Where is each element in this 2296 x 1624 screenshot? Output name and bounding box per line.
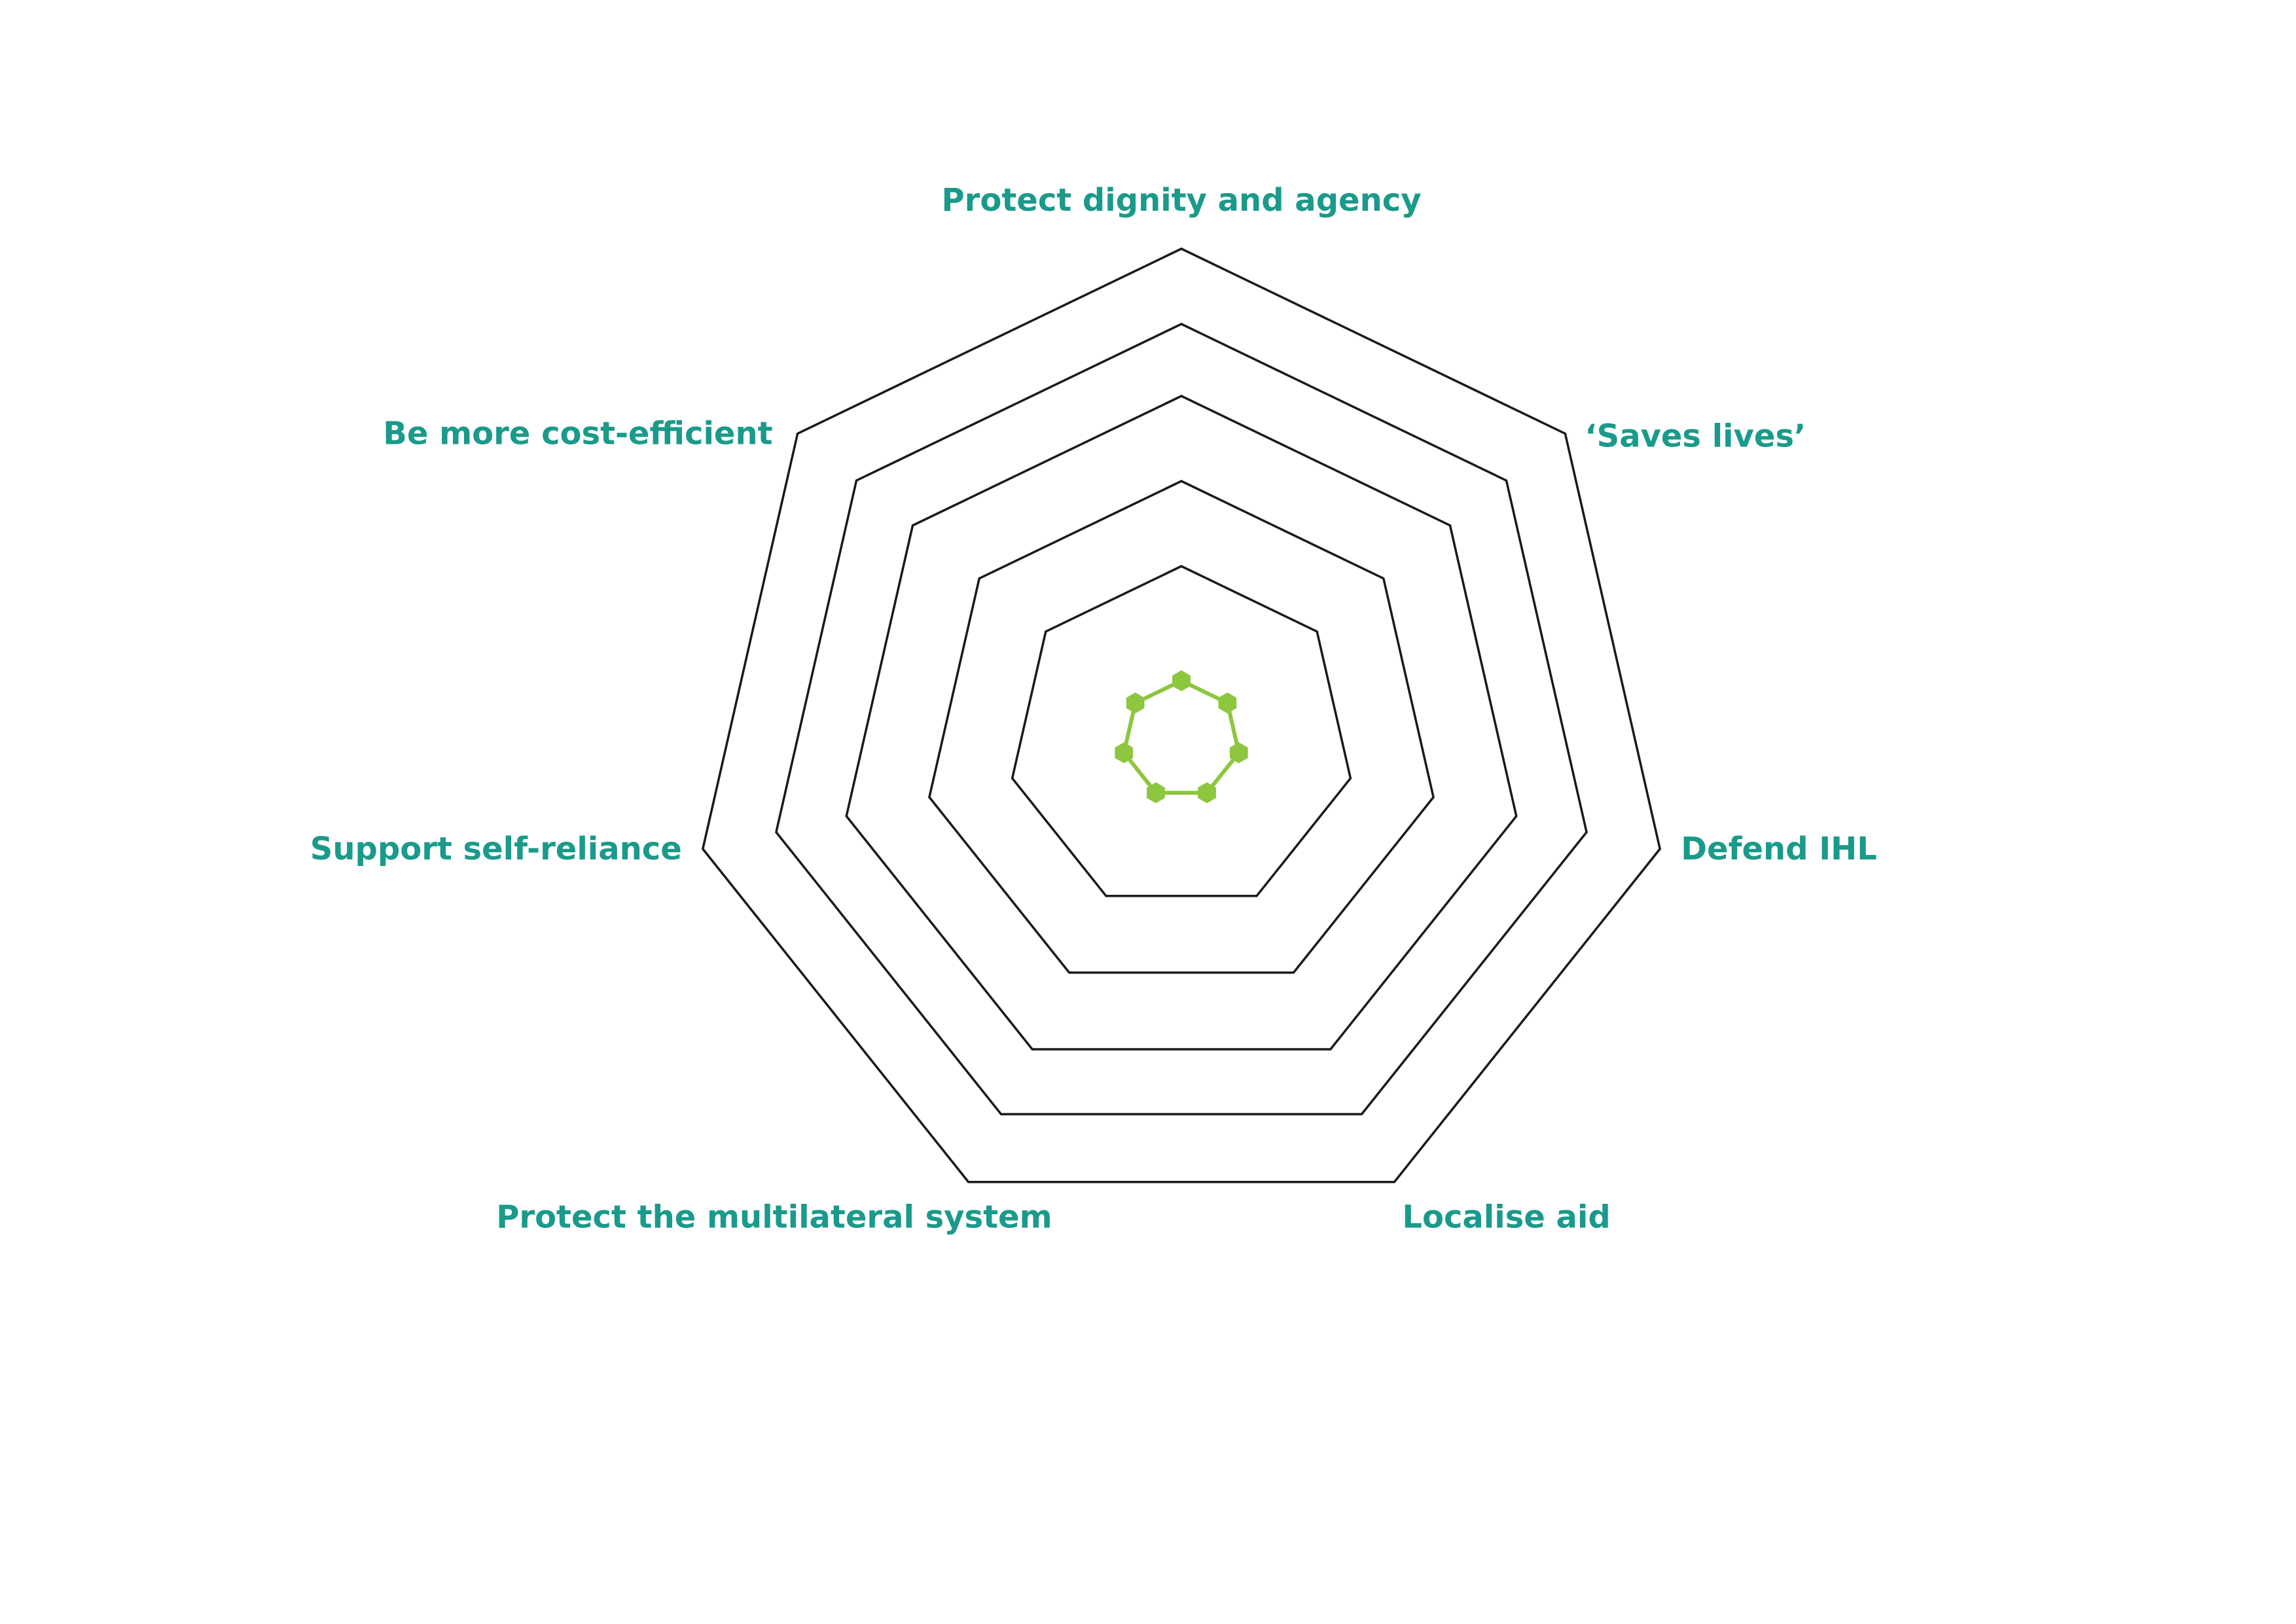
data-point-4 bbox=[1198, 782, 1216, 804]
grid-ring-2 bbox=[928, 480, 1435, 974]
axis-label-2: ‘Saves lives’ bbox=[1585, 418, 1806, 454]
axis-label-4: Localise aid bbox=[1402, 1199, 1610, 1236]
grid-ring-3 bbox=[845, 395, 1518, 1051]
axis-label-3: Defend IHL bbox=[1681, 831, 1877, 867]
radar-series bbox=[1115, 670, 1248, 804]
grid-ring-1 bbox=[1011, 565, 1352, 897]
radar-grid bbox=[701, 247, 1662, 1183]
data-point-5 bbox=[1147, 782, 1165, 804]
data-point-7 bbox=[1126, 692, 1145, 713]
data-point-1 bbox=[1172, 670, 1191, 691]
grid-ring-4 bbox=[775, 323, 1588, 1115]
axis-label-6: Support self-reliance bbox=[310, 831, 682, 867]
data-point-6 bbox=[1115, 742, 1134, 763]
data-point-3 bbox=[1229, 742, 1248, 763]
grid-ring-5 bbox=[701, 247, 1662, 1183]
axis-labels: Protect dignity and agency ‘Saves lives’ D… bbox=[310, 182, 1877, 1236]
axis-label-7: Be more cost-efficient bbox=[383, 415, 772, 452]
axis-label-5: Protect the multilateral system bbox=[496, 1199, 1052, 1236]
data-point-2 bbox=[1218, 692, 1237, 713]
axis-label-1: Protect dignity and agency bbox=[941, 182, 1421, 219]
